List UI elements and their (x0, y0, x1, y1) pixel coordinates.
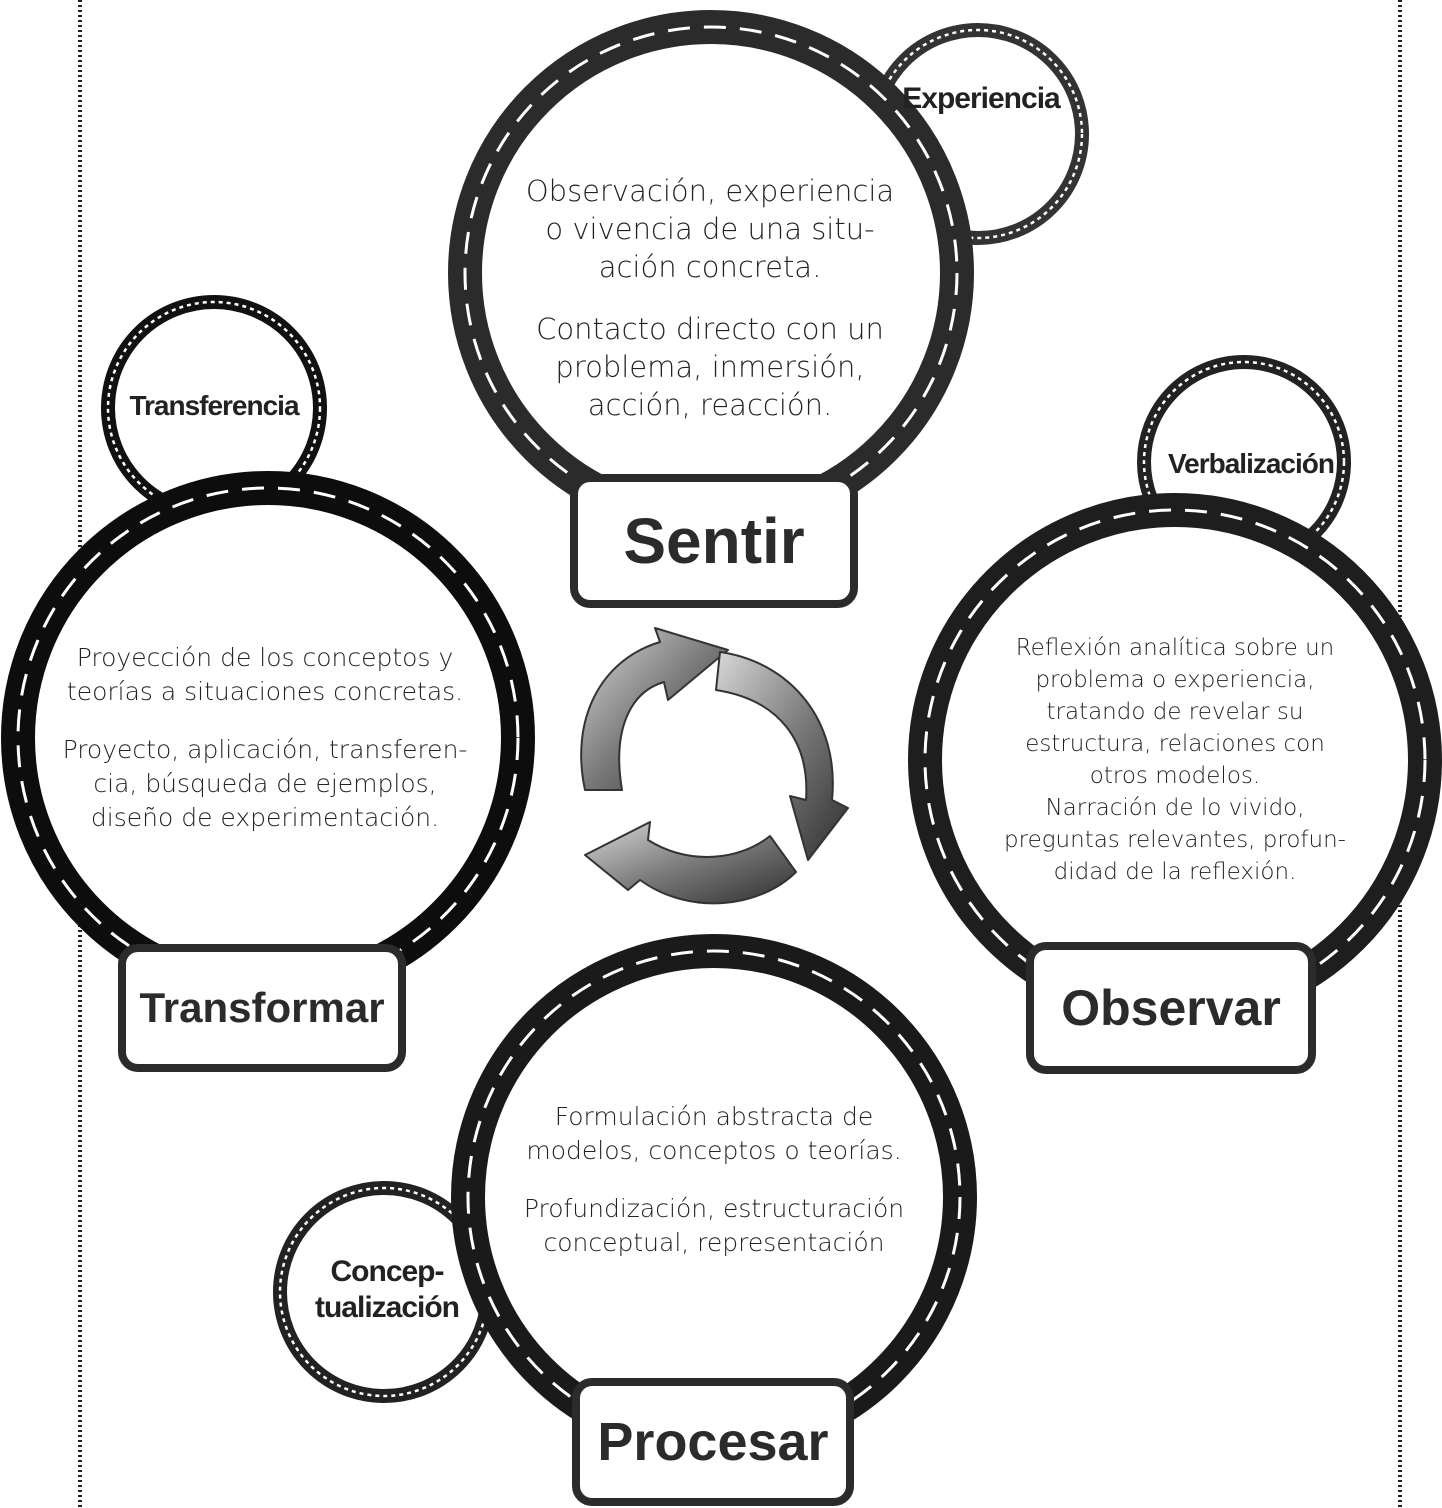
desc-line: problema o experiencia, (1035, 667, 1315, 693)
desc-line: problema, inmersión, (555, 349, 865, 384)
desc-line: Narración de lo vivido, (1045, 795, 1305, 821)
desc-line: Observación, experiencia (525, 173, 895, 208)
stage-label-procesar: Procesar (572, 1378, 854, 1506)
tag-line: tualización (314, 1291, 460, 1324)
tag-line: Concep- (330, 1255, 445, 1288)
desc-line: diseño de experimentación. (90, 802, 440, 832)
desc-line: acción, reacción. (587, 387, 833, 422)
desc-line: Proyección de los conceptos y (76, 642, 454, 672)
tag-label-transferencia: Transferencia (129, 390, 299, 421)
observar-description: Reflexión analítica sobre un problema o … (990, 610, 1360, 910)
desc-line: ación concreta. (598, 249, 822, 284)
transformar-description: Proyección de los conceptos y teorías a … (30, 620, 500, 855)
desc-line: Reflexión analítica sobre un (1015, 635, 1335, 661)
procesar-description: Formulación abstracta de modelos, concep… (494, 1085, 934, 1275)
desc-line: modelos, conceptos o teorías. (526, 1136, 902, 1165)
desc-line: Proyecto, aplicación, transferen- (62, 734, 468, 764)
desc-line: Profundización, estructuración (523, 1194, 905, 1223)
desc-line: Contacto directo con un (536, 311, 884, 346)
desc-line: otros modelos. (1089, 763, 1261, 789)
desc-line: tratando de revelar su (1046, 699, 1304, 725)
tag-label-experiencia: Experiencia (902, 82, 1060, 115)
desc-line: conceptual, representación (543, 1228, 885, 1257)
sentir-description: Observación, experiencia o vivencia de u… (500, 165, 920, 430)
stage-label-sentir: Sentir (570, 474, 858, 608)
desc-line: Formulación abstracta de (554, 1102, 874, 1131)
desc-line: estructura, relaciones con (1025, 731, 1325, 757)
stage-label-transformar: Transformar (118, 944, 406, 1072)
cycle-arrows-icon (580, 627, 849, 905)
desc-line: teorías a situaciones concretas. (66, 676, 464, 706)
tag-label-conceptualizacion: Concep- tualización (292, 1254, 482, 1326)
desc-line: preguntas relevantes, profun- (1004, 827, 1346, 853)
tag-label-verbalizacion: Verbalización (1168, 448, 1335, 479)
stage-label-observar: Observar (1026, 942, 1316, 1074)
desc-line: o vivencia de una situ- (545, 211, 875, 246)
desc-line: didad de la reflexión. (1053, 859, 1297, 885)
desc-line: cia, búsqueda de ejemplos, (93, 768, 437, 798)
